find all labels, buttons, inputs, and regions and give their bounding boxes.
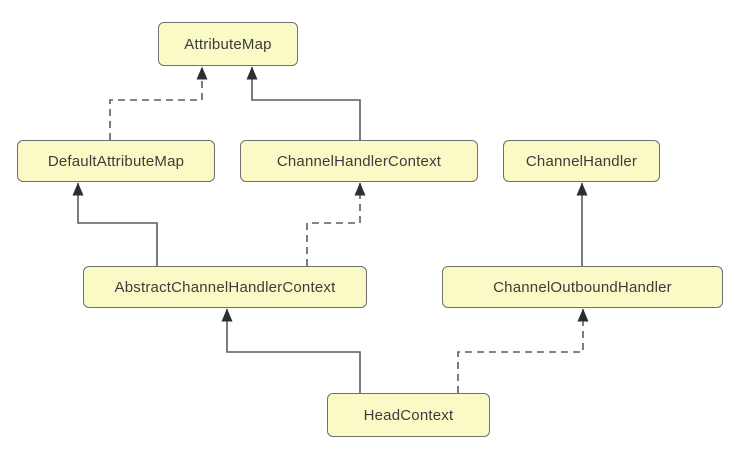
class-node-label: ChannelHandler xyxy=(525,152,638,170)
class-node-default-attribute-map: DefaultAttributeMap xyxy=(17,140,215,182)
class-node-label: ChannelHandlerContext xyxy=(276,152,442,170)
class-node-abstract-channel-handler-context: AbstractChannelHandlerContext xyxy=(83,266,367,308)
class-node-label: DefaultAttributeMap xyxy=(47,152,185,170)
edge-abstract-channel-handler-context-to-channel-handler-context xyxy=(306,182,366,266)
class-node-head-context: HeadContext xyxy=(327,393,490,437)
class-node-channel-handler-context: ChannelHandlerContext xyxy=(240,140,478,182)
class-node-label: AttributeMap xyxy=(184,35,272,53)
edge-head-context-to-channel-outbound-handler xyxy=(457,308,589,393)
class-node-label: ChannelOutboundHandler xyxy=(493,278,672,296)
class-node-label: AbstractChannelHandlerContext xyxy=(114,278,336,296)
edge-default-attribute-map-to-attribute-map xyxy=(109,66,208,140)
edges-group xyxy=(72,66,589,393)
class-node-label: HeadContext xyxy=(363,406,454,424)
edge-channel-handler-context-to-attribute-map xyxy=(246,66,361,140)
edge-abstract-channel-handler-context-to-default-attribute-map xyxy=(72,182,158,266)
class-node-channel-handler: ChannelHandler xyxy=(503,140,660,182)
edge-head-context-to-abstract-channel-handler-context xyxy=(221,308,361,393)
class-node-channel-outbound-handler: ChannelOutboundHandler xyxy=(442,266,723,308)
class-node-attribute-map: AttributeMap xyxy=(158,22,298,66)
